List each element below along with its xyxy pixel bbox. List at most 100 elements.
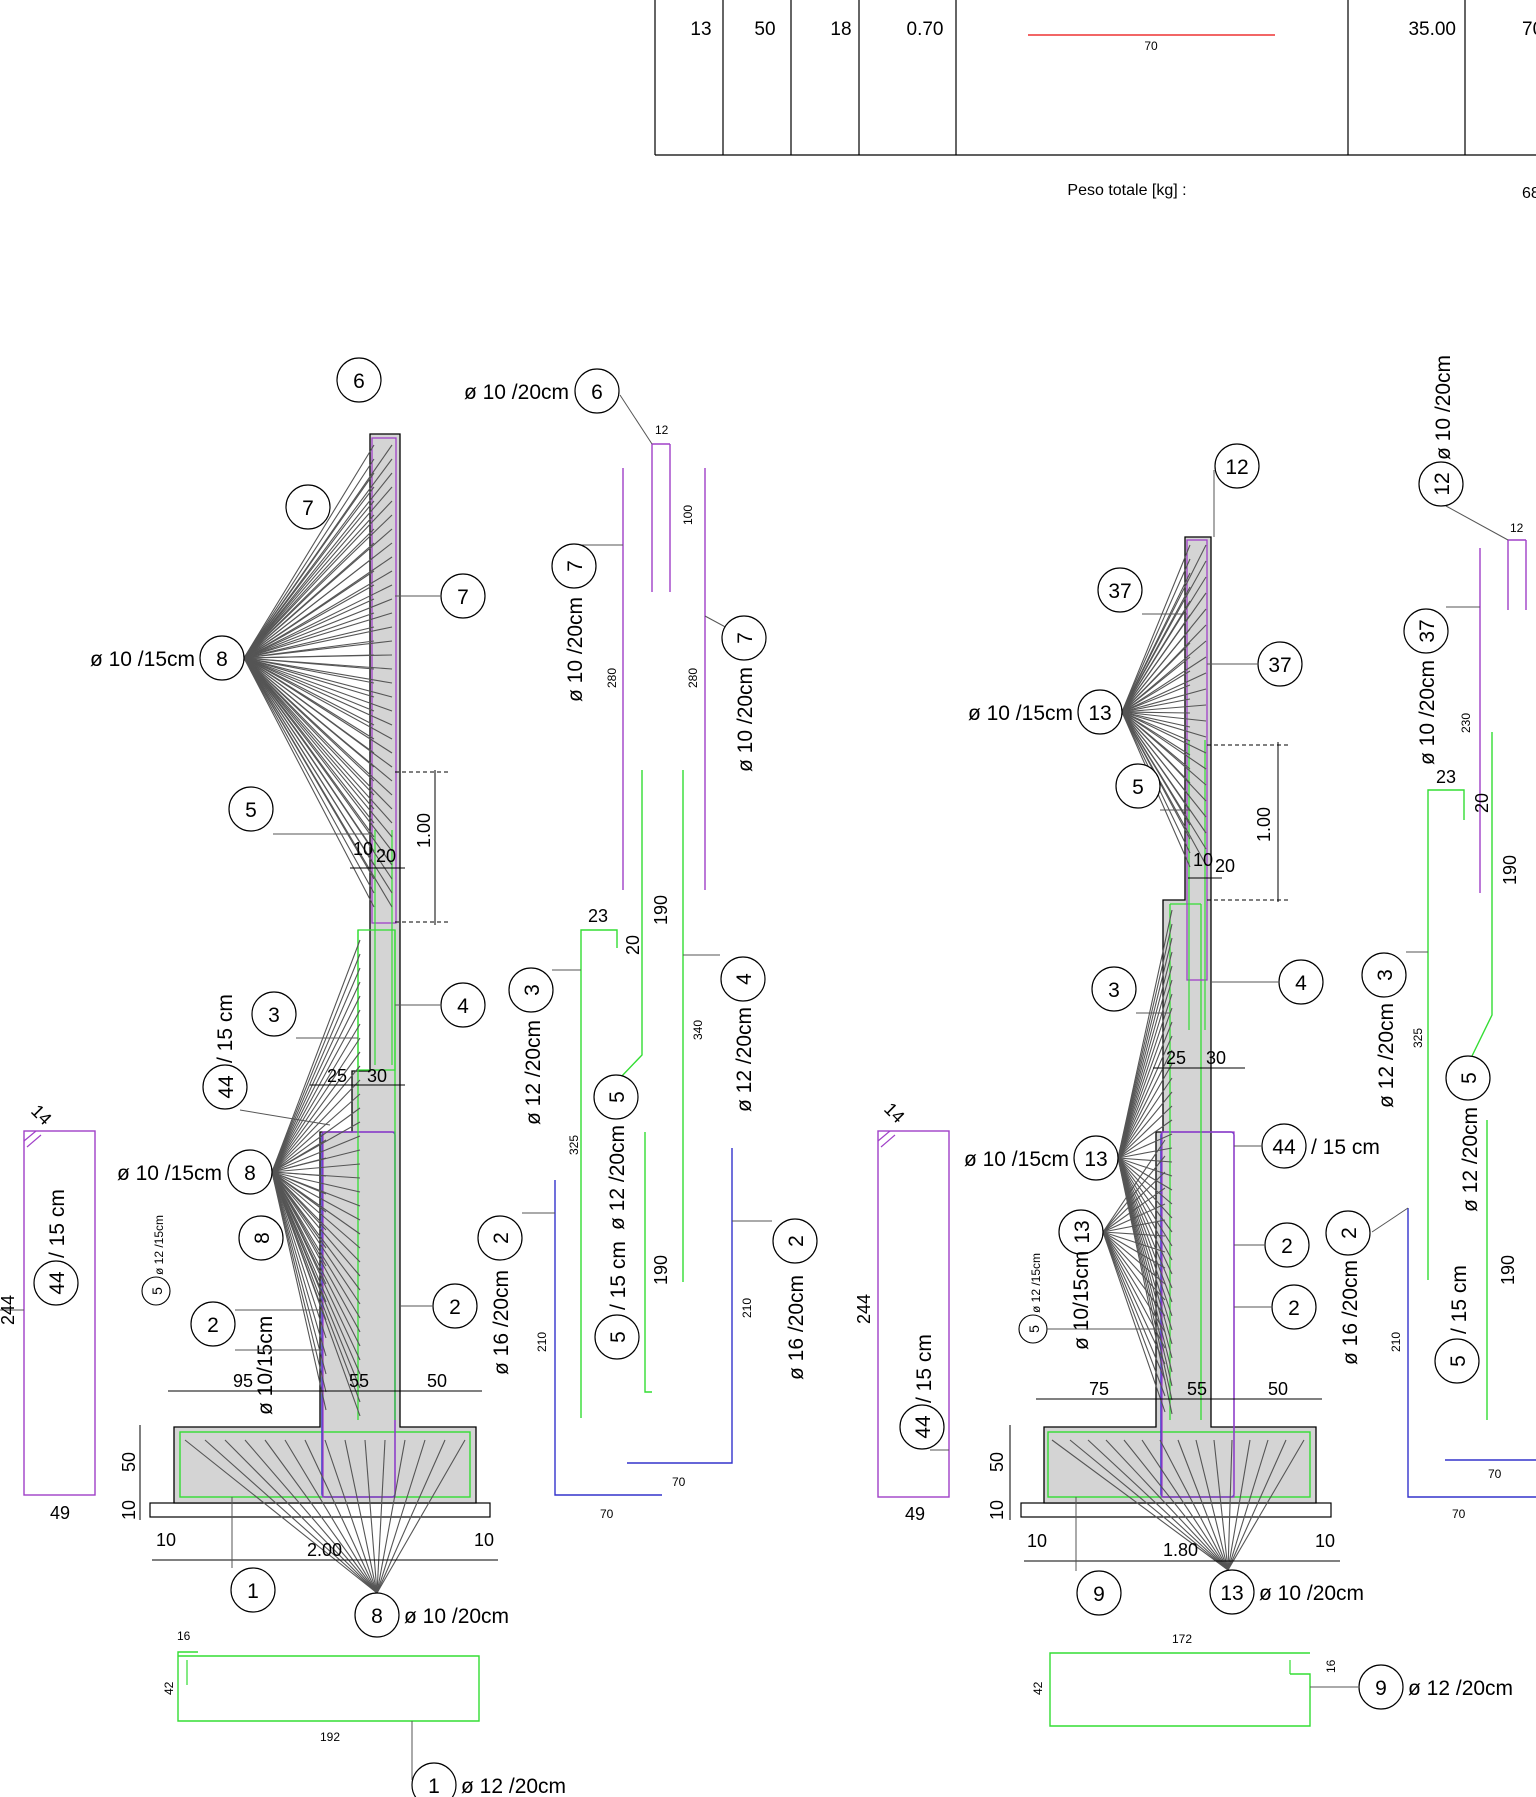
leader-line: [243, 528, 393, 659]
leader-line: [243, 598, 375, 659]
leader-line: [243, 657, 375, 712]
leader-line: [243, 626, 393, 659]
leader-line: [243, 657, 393, 740]
leader-line: [1102, 1231, 1166, 1317]
leader-line: [271, 1023, 361, 1173]
leader-line: [243, 657, 375, 810]
bar-label: ø 16 /20cm: [490, 1270, 513, 1375]
dim: 70: [672, 1475, 686, 1489]
leader-line: [271, 1171, 361, 1375]
leader-line: [1117, 1157, 1173, 1177]
leader-line: [271, 1171, 327, 1375]
table-cell: 18: [830, 19, 851, 40]
dim: 100: [681, 505, 695, 525]
leader-line: [1121, 711, 1207, 850]
leader-line: [1121, 592, 1207, 713]
leader-line: [1227, 1439, 1251, 1571]
mark-2: 2: [190, 1301, 236, 1347]
leader-line: [243, 657, 393, 670]
dim: 340: [691, 1020, 705, 1040]
leader-line: [1177, 1439, 1229, 1571]
leader-line: [1121, 711, 1207, 834]
leader-line: [1102, 1231, 1166, 1333]
dim: 42: [162, 1681, 176, 1695]
svg-text:6: 6: [353, 370, 365, 393]
mark-9: 9: [1076, 1570, 1122, 1616]
svg-text:44: 44: [215, 1075, 238, 1099]
bar-mark: 2: [785, 1235, 808, 1247]
leader-line: [271, 1079, 361, 1173]
bar-label: ø 10/15cm: [1070, 1251, 1093, 1350]
bar-label: ø 12 /20cm: [733, 1007, 756, 1112]
leader-line: [1102, 1155, 1166, 1233]
leader-line: [1117, 1157, 1173, 1415]
mark-5: 5: [1115, 763, 1161, 809]
mark-2: 2: [1271, 1284, 1317, 1330]
leader-line: [271, 1171, 361, 1221]
leader-line: [271, 1171, 327, 1303]
leader-line: [243, 514, 375, 659]
svg-text:2: 2: [449, 1296, 461, 1319]
leader-line: [243, 472, 393, 659]
leader-line: [1121, 711, 1207, 738]
leader-line: [1227, 1439, 1233, 1571]
bar-label: ø 10 /20cm: [404, 1605, 509, 1628]
dim: 50: [1268, 1379, 1288, 1399]
mark-2: 2: [1264, 1222, 1310, 1268]
dim: 20: [1472, 793, 1492, 813]
leader-line: [243, 598, 393, 659]
leader-line: [1102, 1231, 1166, 1253]
bar-label: ø 12 /20cm: [1375, 1003, 1398, 1108]
leader-line: [271, 1093, 361, 1173]
bar-label: ø 12 /15cm: [152, 1215, 166, 1275]
leader-line: [1121, 711, 1191, 714]
leader-line: [271, 1171, 361, 1277]
bar-label: ø 12 /15cm: [1029, 1253, 1043, 1313]
leader-line: [1117, 1157, 1173, 1317]
mark-5: 5: [228, 786, 274, 832]
leader-line: [1117, 965, 1173, 1159]
mark-7: 7: [285, 484, 331, 530]
bar-label: ø 10 /15cm: [968, 702, 1073, 725]
bar-label: ø 16 /20cm: [785, 1275, 808, 1380]
bar-mark: 1: [428, 1775, 440, 1797]
dim: 50: [987, 1452, 1007, 1472]
leader-line: [1117, 1157, 1173, 1275]
leader-line: [271, 1065, 361, 1173]
leader-line: [271, 1171, 327, 1393]
dim: 190: [1500, 855, 1520, 885]
leader-line: [271, 1051, 361, 1173]
leader-line: [271, 1009, 361, 1173]
leader-line: [1121, 656, 1207, 713]
svg-text:37: 37: [1268, 654, 1291, 677]
bar-label: ø 10 /15cm: [964, 1148, 1069, 1171]
dim: 280: [686, 668, 700, 688]
leader-line: [271, 1171, 361, 1333]
leader-line: [1117, 993, 1173, 1159]
leader-line: [271, 1171, 361, 1403]
leader-line: [1117, 1035, 1173, 1159]
leader-line: [1102, 1219, 1166, 1233]
leader-line: [1121, 672, 1207, 713]
svg-text:5: 5: [1132, 776, 1144, 799]
leader-line: [1121, 560, 1207, 713]
leader-line: [1117, 1157, 1173, 1191]
leader-line: [243, 500, 375, 659]
leader-line: [271, 1171, 327, 1357]
svg-text:8: 8: [251, 1232, 274, 1244]
leader-line: [271, 1171, 327, 1195]
leader-line: [271, 1171, 327, 1177]
leader-line: [376, 1439, 446, 1594]
dim: 10: [119, 1500, 139, 1520]
leader-line: [271, 1171, 327, 1213]
svg-text:2: 2: [1288, 1297, 1300, 1320]
leader-line: [1121, 711, 1207, 802]
leader-line: [271, 1107, 361, 1173]
dim-base-width: 2.00: [307, 1540, 342, 1560]
dim-base-width: 1.80: [1163, 1540, 1198, 1560]
dim: 10: [1193, 850, 1213, 870]
svg-text:12: 12: [1225, 456, 1248, 479]
leader-line: [243, 514, 393, 659]
leader-line: [271, 1139, 327, 1173]
leader-line: [1121, 711, 1191, 742]
